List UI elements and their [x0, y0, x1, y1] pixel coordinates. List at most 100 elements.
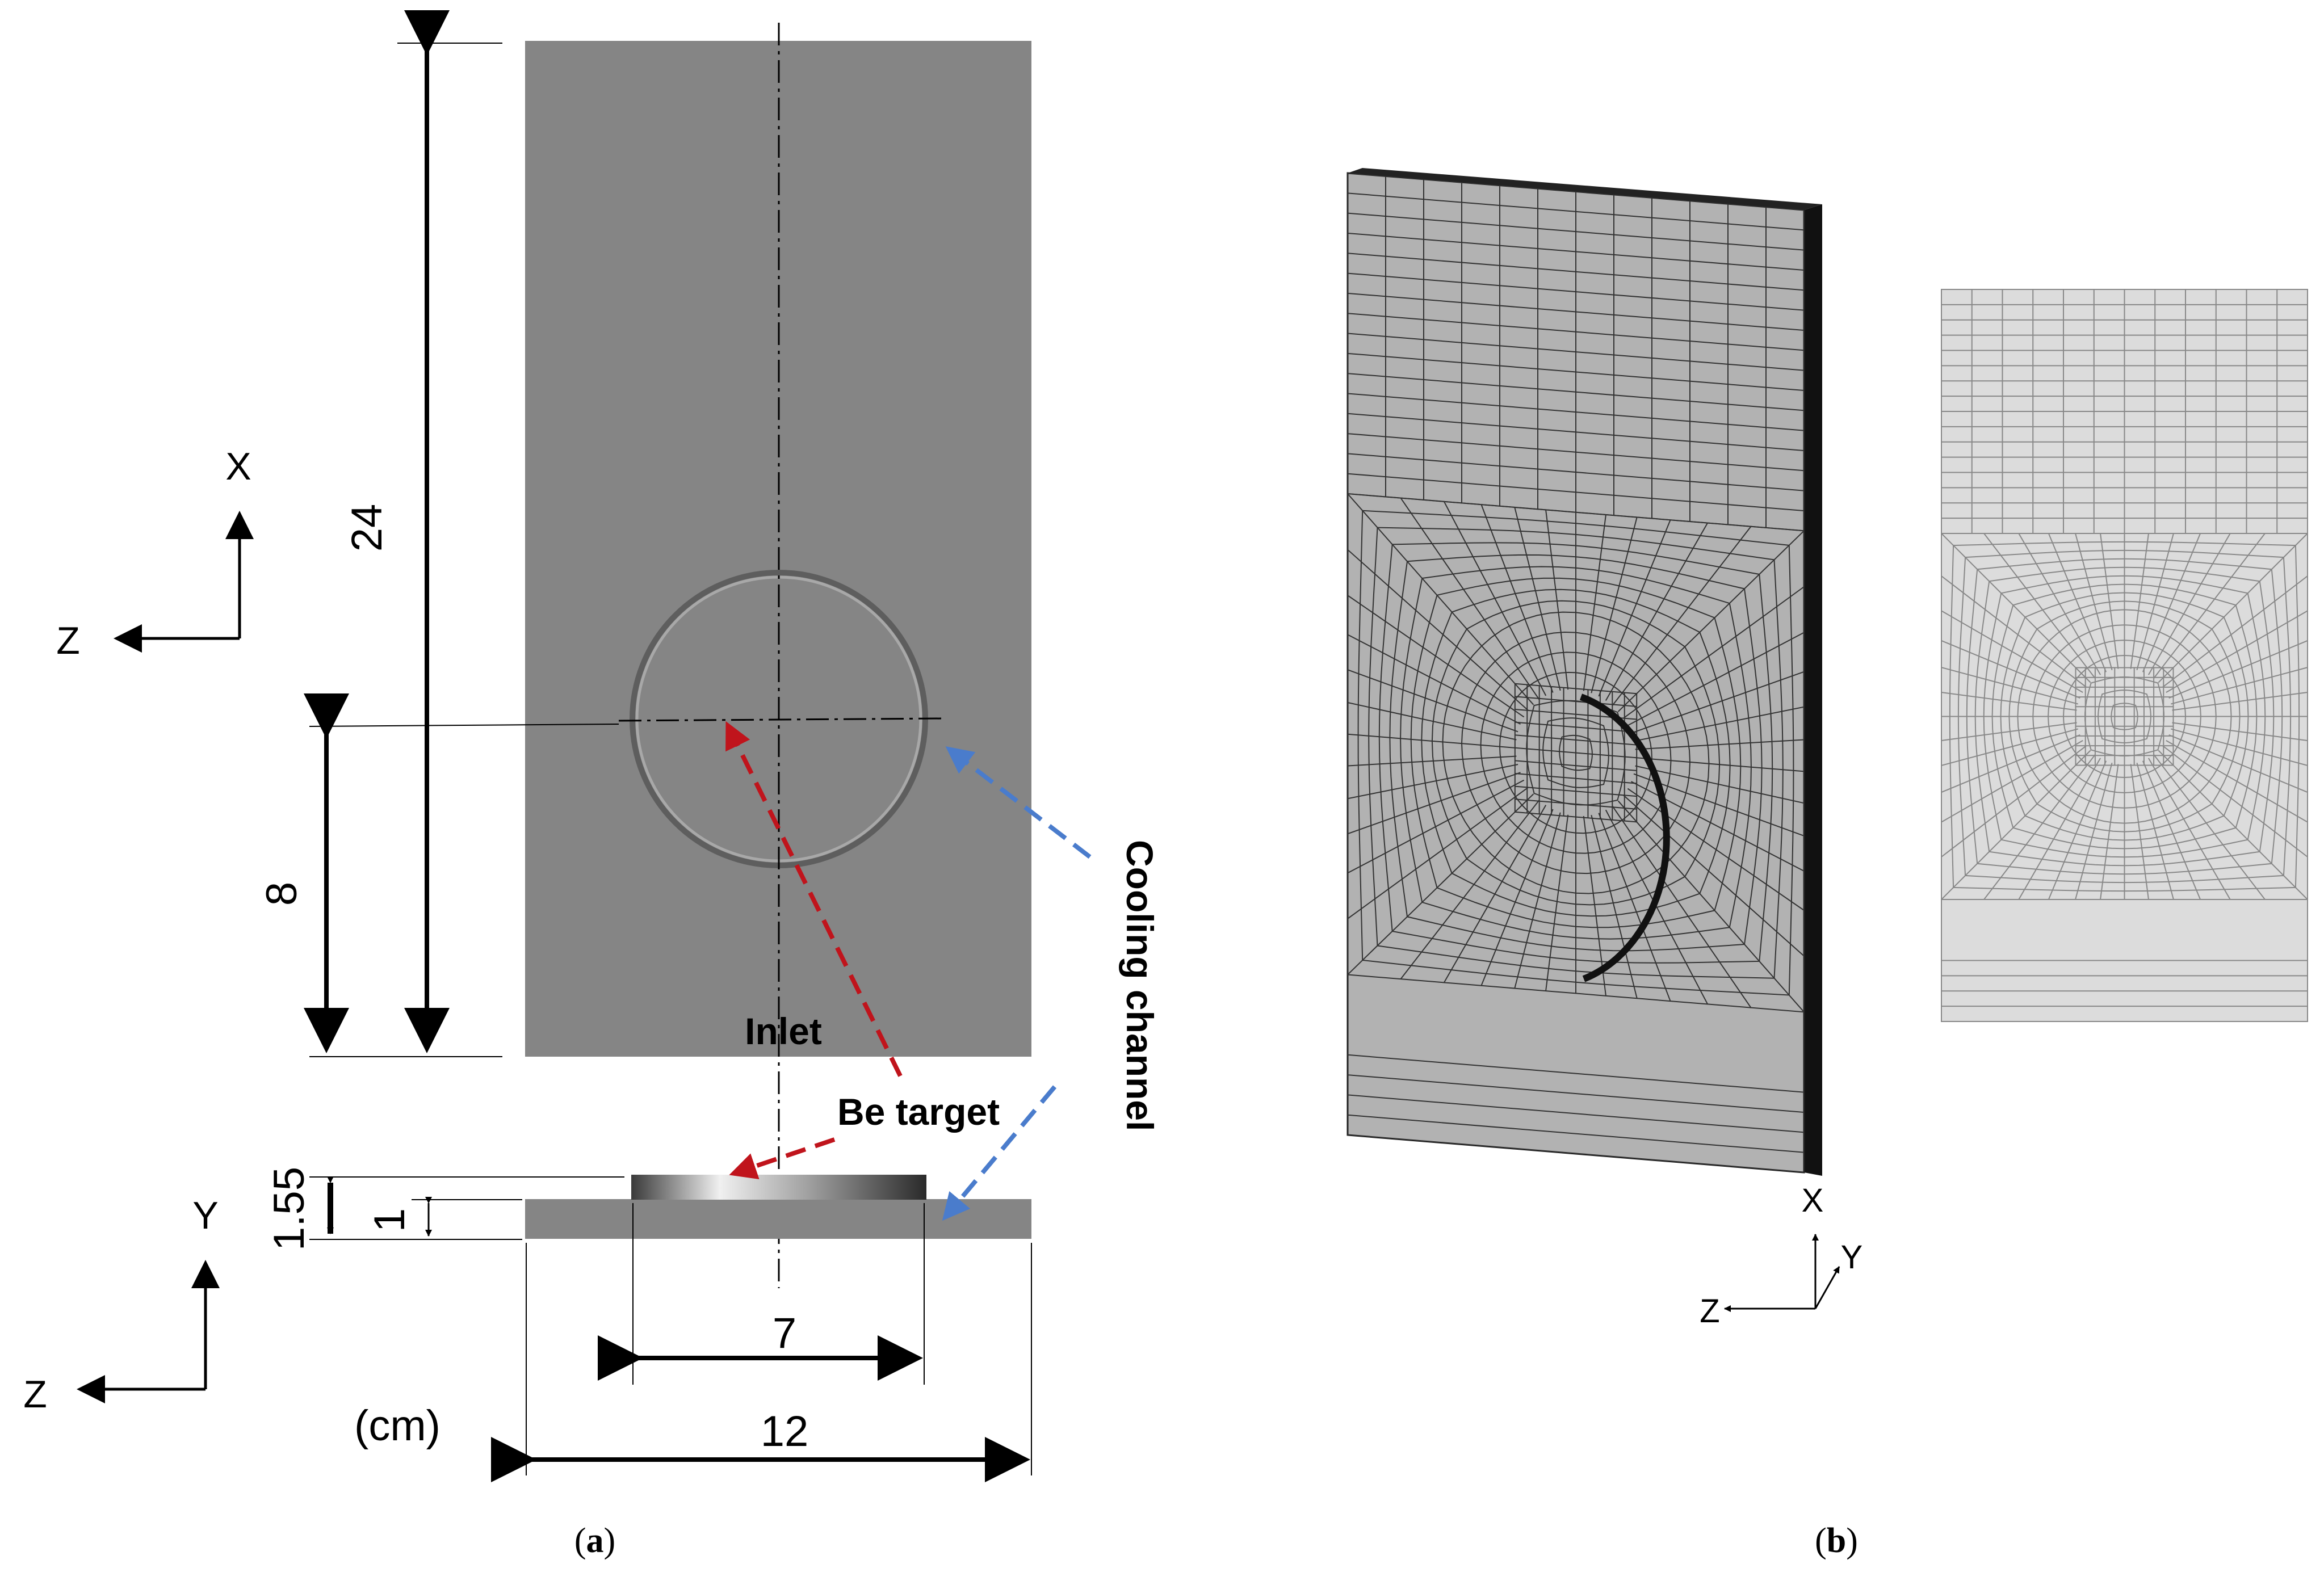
x-axis-label-top: X	[225, 445, 251, 488]
mesh-line	[1348, 493, 1804, 1013]
be-target-label: Be target	[837, 1091, 1000, 1133]
mesh-line	[1348, 701, 1517, 741]
y-axis-label-side: Y	[192, 1194, 218, 1237]
mesh-line	[1583, 514, 1606, 691]
mesh-line	[1480, 504, 1554, 693]
mesh-line	[2168, 734, 2308, 793]
dim-length-label: 24	[343, 504, 391, 552]
mesh-line	[1348, 292, 1804, 331]
mesh-line	[1983, 754, 2096, 900]
mesh-line	[1635, 757, 1804, 772]
x-axis-label-3d: X	[1802, 1182, 1824, 1219]
mesh-line	[1348, 272, 1804, 311]
mesh-line	[1623, 794, 1804, 957]
dim-offset-label: 8	[258, 882, 306, 906]
dimension-7: 7	[598, 1309, 923, 1381]
mesh-line	[2075, 763, 2113, 900]
z-axis-label-3d: Z	[1700, 1293, 1719, 1330]
mesh-line	[2172, 692, 2308, 711]
mesh-line	[1348, 352, 1804, 391]
horizontal-center-line	[618, 717, 943, 722]
mesh-line	[1941, 667, 2078, 705]
mesh-line	[1348, 772, 1521, 835]
mesh-line	[1348, 373, 1804, 411]
axes-bottom: Y Z	[23, 1194, 220, 1416]
mesh-line	[1348, 669, 1518, 733]
mesh-line	[1941, 750, 2091, 900]
mesh-line	[1631, 671, 1804, 734]
mesh-line	[2048, 533, 2107, 672]
mesh-line	[1633, 773, 1804, 836]
mesh-line	[1515, 683, 1637, 695]
axes-3d: X Y Z	[1700, 1182, 1862, 1330]
mesh-line	[1400, 799, 1540, 979]
mesh-line	[1983, 533, 2096, 679]
mesh-line	[2130, 764, 2149, 900]
dimension-12: 12	[491, 1407, 1030, 1482]
mesh-line	[1348, 413, 1804, 451]
mesh-line	[1480, 809, 1554, 986]
mesh-line	[1348, 1074, 1804, 1113]
mesh-line	[1623, 586, 1804, 719]
mesh-line	[1348, 1114, 1804, 1153]
mesh-line	[2162, 575, 2308, 688]
mesh-line	[1515, 747, 1637, 759]
mesh-line	[2136, 763, 2174, 900]
mesh-line	[1545, 510, 1569, 690]
mesh-line	[2172, 722, 2308, 741]
mesh-line	[1348, 1054, 1804, 1093]
mesh-line	[1444, 805, 1547, 983]
mesh-line	[2153, 533, 2266, 679]
mesh-line	[1348, 549, 1529, 711]
mesh-line	[1617, 530, 1804, 712]
mesh-line	[1348, 793, 1534, 976]
mesh-line	[1612, 805, 1752, 1008]
mesh-line	[2147, 533, 2231, 675]
y-axis-label-3d: Y	[1841, 1239, 1863, 1276]
mesh-line	[1941, 533, 2091, 683]
mesh-line	[2171, 667, 2308, 705]
mesh-line	[1348, 595, 1525, 718]
mesh-line	[1598, 519, 1671, 697]
mesh-line	[2162, 745, 2308, 857]
dimension-24: 24	[343, 10, 450, 1053]
mesh-line	[1348, 232, 1804, 271]
mesh-line	[1348, 253, 1804, 291]
mesh-line	[1941, 745, 2087, 857]
mesh-line	[2075, 533, 2113, 670]
axes-top: X Z	[56, 445, 254, 662]
mesh-line	[1941, 610, 2083, 693]
dimension-1: 1	[366, 1197, 432, 1237]
mesh-line	[1941, 728, 2078, 766]
mesh-line	[1941, 739, 2083, 823]
mesh-line	[1348, 453, 1804, 491]
mesh-line	[1400, 498, 1540, 700]
mesh-side-face	[1804, 204, 1822, 1176]
mesh-grid-light	[1941, 289, 2308, 1021]
mesh-line	[1627, 632, 1804, 726]
mesh-line	[1348, 433, 1804, 472]
mesh-line	[1605, 809, 1708, 1004]
caption-b: (b)	[1815, 1521, 1858, 1560]
mesh-line	[1514, 812, 1561, 989]
mesh-line	[1348, 192, 1804, 231]
mesh-line	[1348, 755, 1517, 767]
blue-arrows	[942, 746, 1092, 1221]
mesh-line	[1545, 814, 1569, 991]
red-arrows	[725, 721, 903, 1179]
mesh-line	[1348, 787, 1529, 919]
mesh-line	[1348, 733, 1516, 749]
dim-plate-thickness-label: 1	[366, 1208, 414, 1232]
mesh-line	[2100, 764, 2119, 900]
mesh-line	[1617, 800, 1804, 1012]
mesh-line	[2142, 533, 2201, 672]
mesh-line	[1598, 813, 1671, 1002]
mesh-line	[1941, 692, 2077, 711]
mesh-line	[1348, 333, 1804, 371]
mesh-line	[2158, 533, 2308, 683]
mesh-line	[1941, 722, 2077, 741]
mesh-line	[1591, 517, 1638, 693]
mesh-line	[2158, 750, 2308, 900]
mesh-line	[1348, 393, 1804, 431]
dimension-8: 8	[258, 693, 349, 1053]
